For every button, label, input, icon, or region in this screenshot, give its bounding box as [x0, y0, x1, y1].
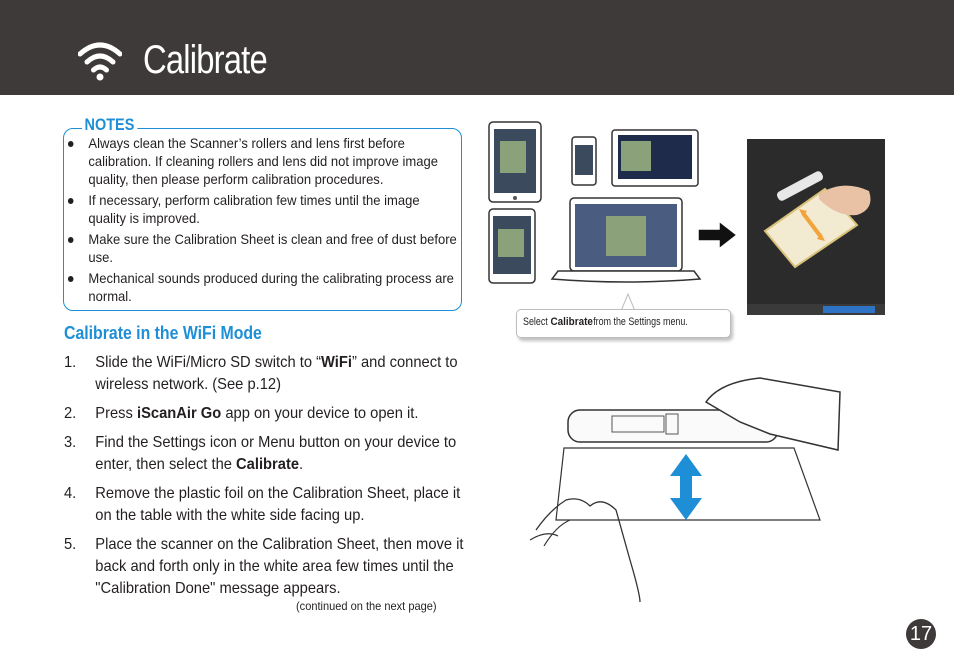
note-item: If necessary, perform calibration few ti… — [67, 191, 458, 227]
calibration-photo — [747, 139, 885, 315]
note-item: Always clean the Scanner’s rollers and l… — [67, 134, 458, 188]
wifi-icon — [78, 42, 122, 81]
page-header: Calibrate — [0, 0, 954, 95]
steps-list: 1.Slide the WiFi/Micro SD switch to “WiF… — [64, 352, 484, 607]
note-item: Mechanical sounds produced during the ca… — [67, 269, 458, 305]
step-item: 4.Remove the plastic foil on the Calibra… — [64, 485, 461, 524]
step-item: 3.Find the Settings icon or Menu button … — [64, 434, 457, 473]
settings-caption: Select Calibrate from the Settings menu. — [516, 309, 731, 338]
caption-pointer-icon — [620, 293, 636, 311]
devices-illustration — [488, 121, 702, 284]
step-item: 2.Press iScanAir Go app on your device t… — [64, 405, 419, 422]
notes-title: NOTES — [82, 115, 137, 135]
scanner-hands-illustration — [529, 377, 841, 603]
section-title: Calibrate in the WiFi Mode — [64, 323, 262, 343]
note-item: Make sure the Calibration Sheet is clean… — [67, 230, 458, 266]
page-number: 17 — [906, 619, 936, 649]
continued-note: (continued on the next page) — [296, 599, 437, 613]
page-title: Calibrate — [143, 38, 268, 82]
arrow-right-icon — [697, 219, 739, 251]
notes-list: Always clean the Scanner’s rollers and l… — [67, 134, 462, 308]
bullet-icon — [67, 141, 74, 147]
bullet-icon — [67, 198, 74, 204]
notes-box — [63, 128, 462, 311]
bullet-icon — [67, 237, 74, 243]
step-item: 5.Place the scanner on the Calibration S… — [64, 536, 464, 597]
bullet-icon — [67, 276, 74, 282]
step-item: 1.Slide the WiFi/Micro SD switch to “WiF… — [64, 354, 458, 393]
